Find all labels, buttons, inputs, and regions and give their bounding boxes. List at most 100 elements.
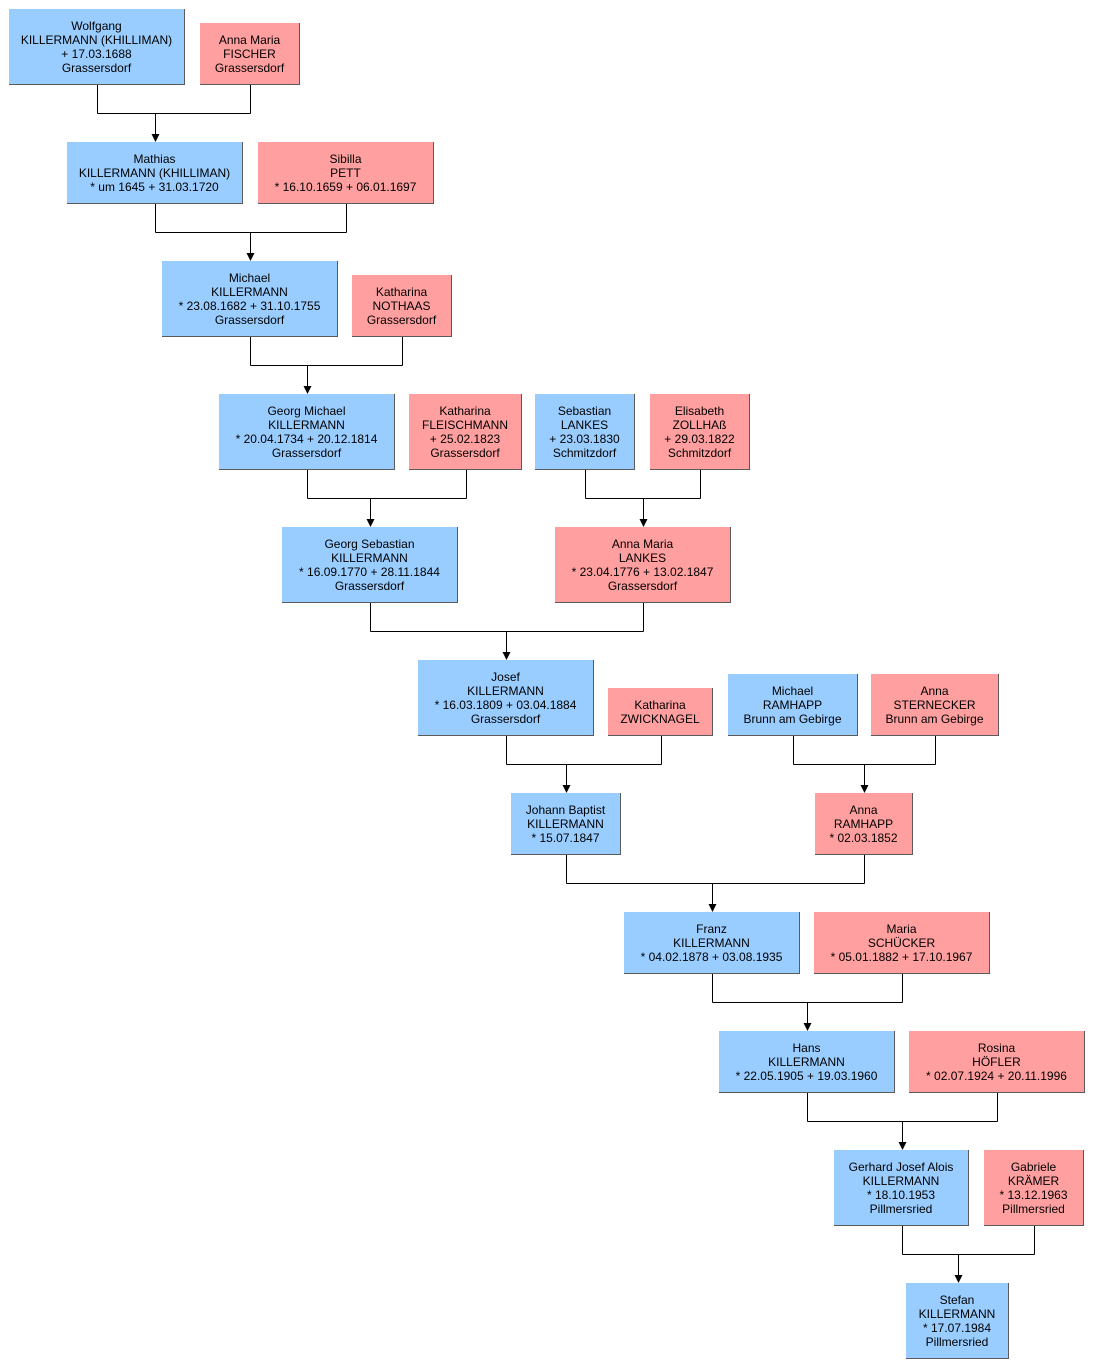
person-line: Brunn am Gebirge xyxy=(885,711,984,726)
person-line: Michael xyxy=(771,683,814,698)
arrow-head xyxy=(502,652,511,660)
person-line: + 25.02.1823 xyxy=(429,431,501,446)
person-line: * 02.07.1924 + 20.11.1996 xyxy=(926,1068,1067,1083)
person-line: RAMHAPP xyxy=(833,816,894,831)
person-line: Josef xyxy=(491,669,520,684)
person-line: Wolfgang xyxy=(71,18,122,33)
arrow-head xyxy=(639,519,648,527)
person-line: Grassersdorf xyxy=(430,445,500,460)
person-line: Brunn am Gebirge xyxy=(743,711,842,726)
person-line: Pillmersried xyxy=(869,1201,933,1216)
person-line: Anna Maria xyxy=(611,536,674,551)
person-line: * 16.03.1809 + 03.04.1884 xyxy=(434,697,577,712)
person-line: KILLERMANN xyxy=(211,284,288,299)
person-line: Johann Baptist xyxy=(525,802,606,817)
person-line: Georg Sebastian xyxy=(324,536,415,551)
arrow-head xyxy=(708,904,717,912)
person-line: * 05.01.1882 + 17.10.1967 xyxy=(830,949,973,964)
person-line: Grassersdorf xyxy=(366,312,437,327)
person-line: * 18.10.1953 xyxy=(866,1187,936,1202)
person-line: * 17.07.1984 xyxy=(922,1320,992,1335)
person-line: Grassersdorf xyxy=(214,312,285,327)
person-line: KILLERMANN xyxy=(527,816,604,831)
arrow-head xyxy=(954,1275,963,1283)
person-line: * 16.09.1770 + 28.11.1844 xyxy=(299,564,440,579)
arrow-head xyxy=(898,1142,907,1150)
person-line: HÖFLER xyxy=(972,1054,1021,1069)
person-line: Pillmersried xyxy=(925,1334,989,1349)
arrow-head xyxy=(366,519,375,527)
person-line: ZWICKNAGEL xyxy=(620,711,700,726)
person-line: Grassersdorf xyxy=(214,60,285,75)
person-line: KILLERMANN (KHILLIMAN) xyxy=(20,32,173,47)
person-line: Anna xyxy=(920,683,949,698)
arrow-head xyxy=(246,253,255,261)
person-line: * um 1645 + 31.03.1720 xyxy=(90,179,219,194)
arrow-head xyxy=(151,134,160,142)
person-line: + 29.03.1822 xyxy=(664,431,735,446)
person-line: KRÄMER xyxy=(1007,1173,1060,1188)
person-line: KILLERMANN xyxy=(331,550,408,565)
person-line: Grassersdorf xyxy=(470,711,541,726)
person-line: Katharina xyxy=(634,697,686,712)
person-line: Katharina xyxy=(439,403,491,418)
person-line: Anna xyxy=(849,802,878,817)
person-line: KILLERMANN xyxy=(467,683,544,698)
person-line: FLEISCHMANN xyxy=(421,417,508,432)
person-line: * 02.03.1852 xyxy=(829,830,898,845)
person-line: STERNECKER xyxy=(893,697,976,712)
person-line: * 23.08.1682 + 31.10.1755 xyxy=(178,298,321,313)
person-line: Rosina xyxy=(977,1040,1016,1055)
person-line: RAMHAPP xyxy=(762,697,823,712)
person-line: KILLERMANN xyxy=(268,417,345,432)
person-line: Pillmersried xyxy=(1002,1201,1065,1216)
person-line: Franz xyxy=(696,921,727,936)
person-line: Elisabeth xyxy=(674,403,725,418)
arrow-head xyxy=(803,1023,812,1031)
person-line: Grassersdorf xyxy=(334,578,405,593)
person-line: * 16.10.1659 + 06.01.1697 xyxy=(274,179,417,194)
person-line: SCHÜCKER xyxy=(867,935,936,950)
person-line: LANKES xyxy=(618,550,667,565)
person-line: Sebastian xyxy=(557,403,612,418)
person-line: Katharina xyxy=(375,284,428,299)
person-line: FISCHER xyxy=(223,46,276,61)
person-line: Grassersdorf xyxy=(271,445,342,460)
person-line: * 20.04.1734 + 20.12.1814 xyxy=(235,431,378,446)
person-line: KILLERMANN xyxy=(673,935,750,950)
person-line: Grassersdorf xyxy=(607,578,678,593)
person-line: Schmitzdorf xyxy=(552,445,617,460)
person-line: KILLERMANN xyxy=(918,1306,996,1321)
person-line: PETT xyxy=(330,165,361,180)
person-line: Schmitzdorf xyxy=(667,445,732,460)
person-line: + 23.03.1830 xyxy=(549,431,620,446)
person-line: LANKES xyxy=(560,417,609,432)
person-line: * 13.12.1963 xyxy=(999,1187,1068,1202)
person-line: * 15.07.1847 xyxy=(531,830,600,845)
person-line: Gerhard Josef Alois xyxy=(848,1159,954,1174)
person-line: ZOLLHAß xyxy=(672,417,727,432)
